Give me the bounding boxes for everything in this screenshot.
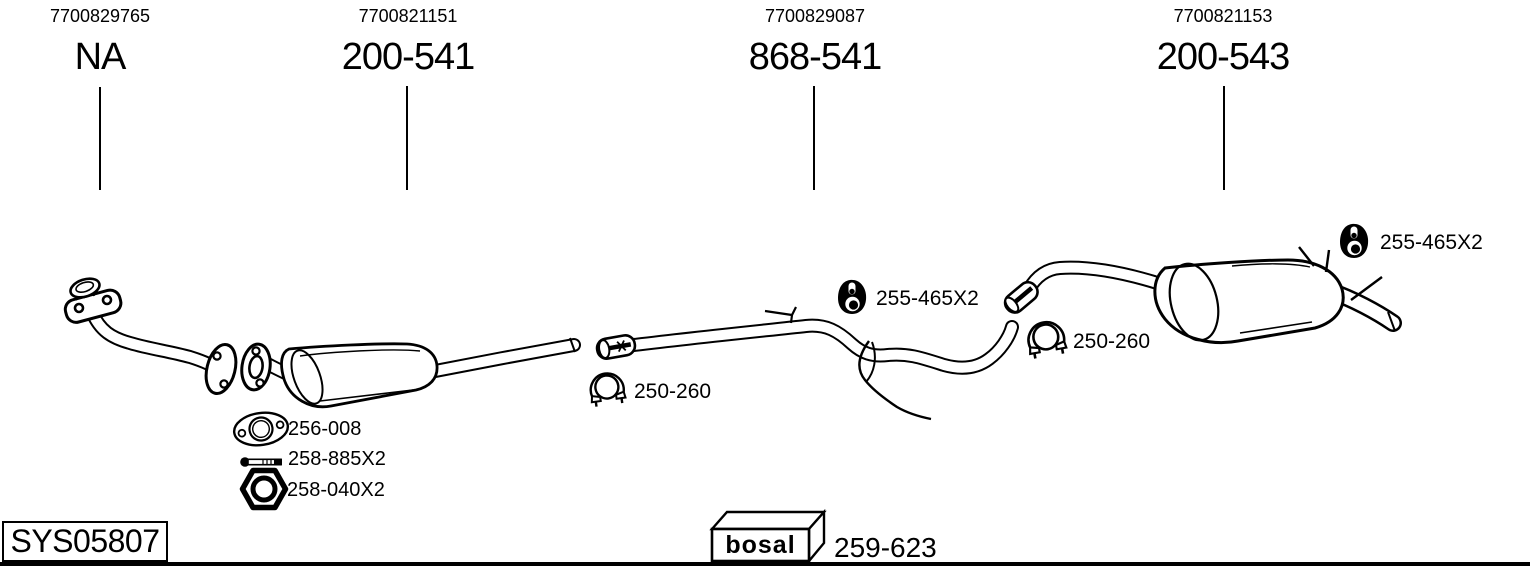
oem-number: 7700829765 — [49, 6, 151, 26]
nut-icon — [239, 467, 289, 511]
part-column-2: 7700821151 200-541 — [341, 0, 475, 79]
bolt-icon — [240, 457, 282, 467]
part-column-4: 7700821153 200-543 — [1156, 0, 1290, 79]
oem-number: 7700821153 — [1173, 6, 1273, 26]
exhaust-hanger-icon — [1340, 223, 1369, 258]
part-label-gasket: 256-008 — [288, 418, 362, 440]
bottom-border — [0, 562, 1530, 566]
part-label-hanger-rear: 255-465X2 — [1380, 231, 1483, 254]
center-muffler — [240, 337, 581, 409]
part-label-hanger-front: 255-465X2 — [876, 287, 979, 310]
bosal-part-code: 868-541 — [748, 36, 882, 78]
bosal-part-code: 200-543 — [1156, 36, 1290, 78]
rear-muffler-assembly — [1003, 246, 1402, 345]
part-label-mounting-kit: 259-623 — [834, 532, 937, 563]
oem-number: 7700829087 — [764, 6, 866, 26]
part-label-nut: 258-040X2 — [287, 479, 385, 501]
part-label-clamp-front: 250-260 — [634, 380, 712, 403]
bosal-logo: bosal — [725, 530, 796, 559]
system-code-box: SYS05807 — [2, 521, 168, 562]
exhaust-hanger-icon — [838, 279, 867, 314]
bosal-part-code: 200-541 — [341, 36, 475, 78]
bosal-box-icon — [709, 508, 827, 565]
front-pipe — [63, 277, 238, 395]
gasket-icon — [232, 411, 290, 447]
bosal-part-code: NA — [74, 36, 127, 78]
center-pipe — [595, 306, 1019, 421]
system-code: SYS05807 — [10, 523, 160, 559]
pipe-clamp-icon — [1023, 318, 1069, 361]
part-label-clamp-rear: 250-260 — [1073, 330, 1151, 353]
part-column-1: 7700829765 NA — [50, 0, 150, 79]
pipe-clamp-icon — [586, 370, 628, 409]
oem-number: 7700821151 — [358, 6, 458, 26]
part-column-3: 7700829087 868-541 — [748, 0, 882, 79]
part-label-bolt: 258-885X2 — [288, 448, 386, 470]
